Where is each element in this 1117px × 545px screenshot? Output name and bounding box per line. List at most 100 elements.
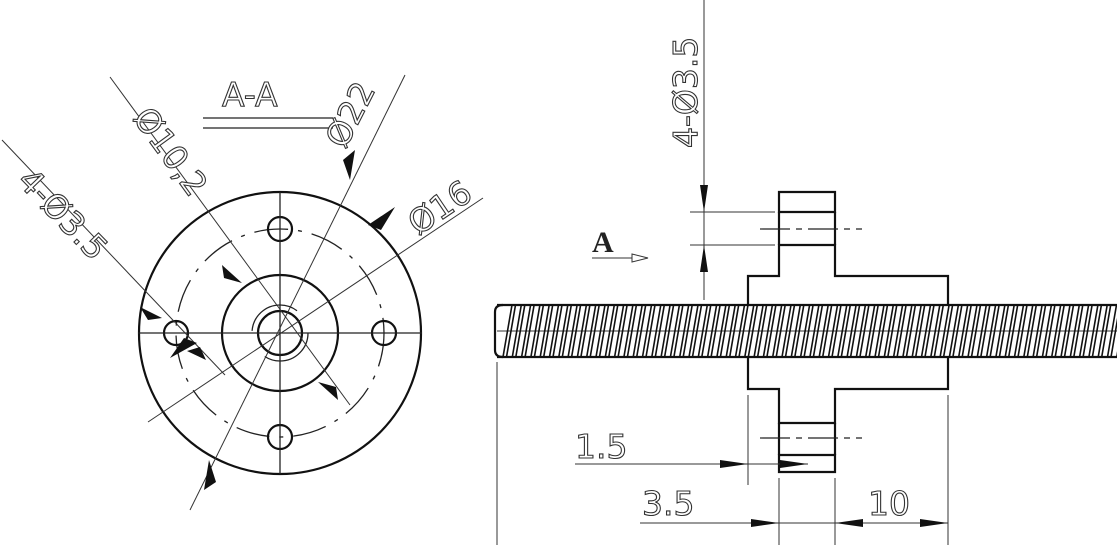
dim-holes-side: 4-Ø3.5 — [666, 37, 705, 148]
section-label: A-A — [222, 75, 278, 114]
thread-stroke — [892, 304, 907, 358]
thread-stroke — [799, 304, 814, 358]
thread-stroke — [995, 304, 1010, 358]
thread-stroke — [1013, 304, 1028, 358]
view-marker: A — [592, 226, 614, 259]
thread-stroke — [920, 304, 935, 358]
thread-stroke — [725, 304, 740, 358]
dim-chamfer: 1.5 — [575, 427, 627, 466]
thread-stroke — [902, 304, 917, 358]
thread-stroke — [1004, 304, 1019, 358]
thread-stroke — [688, 304, 703, 358]
arrowhead — [318, 382, 338, 400]
thread-stroke — [585, 304, 600, 358]
thread-stroke — [558, 304, 573, 358]
thread-stroke — [967, 304, 982, 358]
thread-stroke — [604, 304, 619, 358]
thread-stroke — [976, 304, 991, 358]
thread-stroke — [669, 304, 684, 358]
thread-stroke — [660, 304, 675, 358]
thread-stroke — [846, 304, 861, 358]
dim-bore-diameter: Ø10,2 — [126, 100, 216, 203]
thread-stroke — [716, 304, 731, 358]
thread-stroke — [855, 304, 870, 358]
leader-d10 — [109, 76, 351, 406]
arrowhead — [343, 150, 355, 180]
thread-stroke — [1097, 304, 1112, 358]
arrowhead — [751, 519, 779, 527]
thread-stroke — [864, 304, 879, 358]
thread-stroke — [939, 304, 954, 358]
thread-stroke — [1060, 304, 1075, 358]
thread-stroke — [595, 304, 610, 358]
thread-stroke — [1078, 304, 1093, 358]
arrowhead — [835, 519, 863, 527]
thread-stroke — [502, 304, 517, 358]
leader-d16 — [147, 197, 484, 423]
thread-stroke — [781, 304, 796, 358]
thread-stroke — [511, 304, 526, 358]
thread-stroke — [985, 304, 1000, 358]
arrowhead — [204, 460, 216, 490]
dim-outer-diameter: Ø22 — [317, 75, 383, 153]
flange-section — [777, 190, 837, 214]
thread-stroke — [957, 304, 972, 358]
screw-chamfer — [493, 303, 504, 359]
thread-stroke — [762, 304, 777, 358]
thread-stroke — [818, 304, 833, 358]
thread-stroke — [530, 304, 545, 358]
flange-section — [777, 453, 837, 474]
thread-stroke — [827, 304, 842, 358]
thread-stroke — [623, 304, 638, 358]
arrowhead — [720, 460, 748, 468]
thread-stroke — [641, 304, 656, 358]
thread-stroke — [1069, 304, 1084, 358]
thread-stroke — [948, 304, 963, 358]
thread-stroke — [678, 304, 693, 358]
leader-holes — [1, 139, 226, 376]
dim-body-length: 10 — [868, 484, 910, 523]
thread-stroke — [1041, 304, 1056, 358]
thread-stroke — [1088, 304, 1103, 358]
arrowhead — [700, 185, 708, 212]
view-arrow-head — [631, 253, 649, 263]
arrowhead — [700, 245, 708, 272]
thread-stroke — [1023, 304, 1038, 358]
thread-stroke — [520, 304, 535, 358]
thread-stroke — [548, 304, 563, 358]
thread-stroke — [1032, 304, 1047, 358]
lead-screw — [493, 303, 1117, 359]
thread-stroke — [883, 304, 898, 358]
thread-stroke — [874, 304, 889, 358]
thread-stroke — [790, 304, 805, 358]
thread-stroke — [809, 304, 824, 358]
arrowhead — [170, 338, 197, 358]
dim-holes-front: 4-Ø3.5 — [10, 160, 115, 267]
leader-d22 — [189, 74, 406, 511]
thread-stroke — [771, 304, 786, 358]
thread-stroke — [753, 304, 768, 358]
arrowhead — [920, 519, 948, 527]
thread-stroke — [1106, 304, 1117, 358]
dim-flange-thickness: 3.5 — [642, 484, 694, 523]
thread-stroke — [613, 304, 628, 358]
thread-stroke — [1050, 304, 1065, 358]
arrowhead — [780, 460, 808, 468]
thread-stroke — [706, 304, 721, 358]
arrowhead — [140, 307, 162, 320]
thread-stroke — [734, 304, 749, 358]
thread-stroke — [632, 304, 647, 358]
thread-stroke — [697, 304, 712, 358]
thread-stroke — [930, 304, 945, 358]
side-view: 4-Ø3.5 A 1.5 3.5 10 — [493, 0, 1117, 545]
dim-body-diameter: Ø16 — [401, 172, 479, 242]
arrowhead — [368, 207, 395, 230]
thread-stroke — [651, 304, 666, 358]
arrowhead — [187, 347, 206, 360]
thread-stroke — [911, 304, 926, 358]
front-view: A-A Ø22 Ø16 Ø10,2 4-Ø3.5 — [1, 74, 484, 511]
thread-stroke — [744, 304, 759, 358]
thread-stroke — [567, 304, 582, 358]
